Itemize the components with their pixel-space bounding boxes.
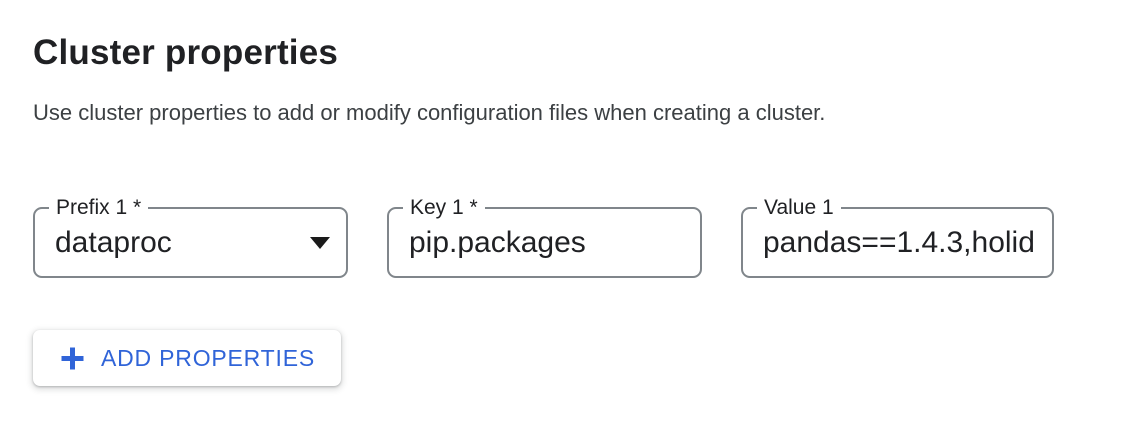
prefix-selected-value: dataproc [55, 225, 172, 259]
plus-icon [61, 347, 84, 370]
add-properties-label: ADD PROPERTIES [101, 344, 315, 371]
property-row-1: Prefix 1 * dataproc Key 1 * Value 1 [33, 196, 1089, 279]
add-properties-button[interactable]: ADD PROPERTIES [33, 330, 341, 387]
page-title: Cluster properties [33, 33, 339, 72]
value-input[interactable] [763, 225, 1036, 260]
page-description: Use cluster properties to add or modify … [33, 100, 826, 125]
prefix-label: Prefix 1 * [49, 196, 149, 220]
value-label: Value 1 [757, 196, 841, 220]
value-field: Value 1 [741, 196, 1054, 279]
cluster-properties-section: Cluster properties Use cluster propertie… [33, 33, 1089, 387]
key-input[interactable] [409, 225, 684, 260]
key-field: Key 1 * [387, 196, 702, 279]
prefix-select[interactable]: Prefix 1 * dataproc [33, 196, 348, 279]
dropdown-arrow-icon [310, 236, 330, 249]
key-label: Key 1 * [403, 196, 485, 220]
